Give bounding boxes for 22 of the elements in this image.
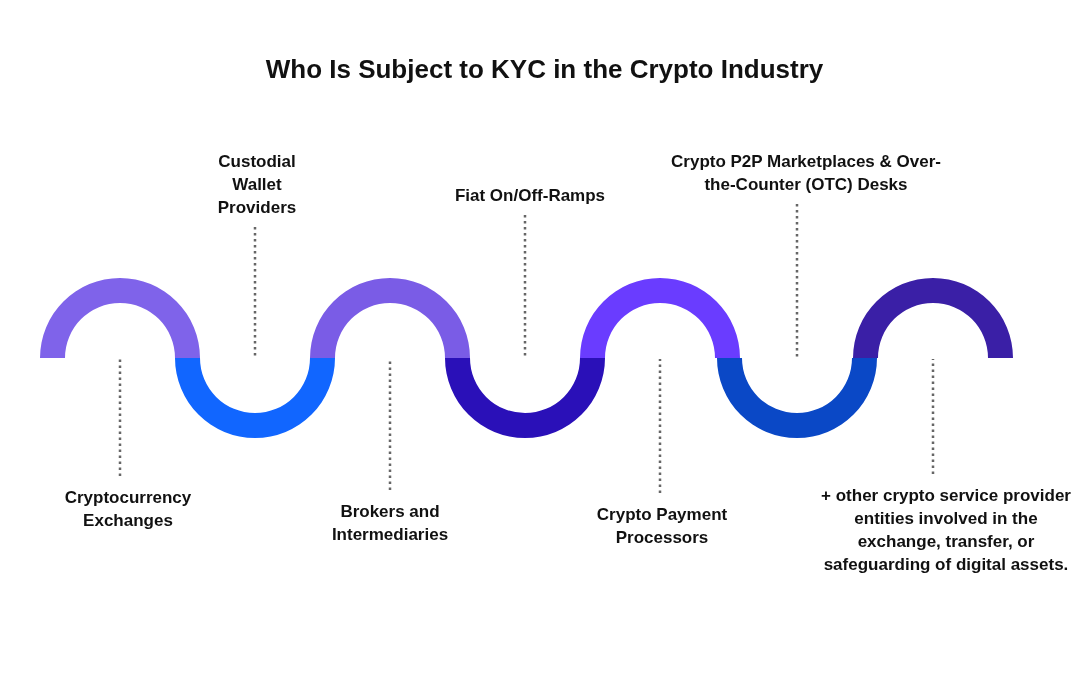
item-label: Custodial Wallet Providers bbox=[216, 151, 298, 219]
leader-line bbox=[658, 359, 662, 493]
arc-segment bbox=[175, 358, 335, 438]
item-label: Cryptocurrency Exchanges bbox=[63, 487, 193, 532]
leader-line bbox=[931, 359, 935, 474]
arc-segment bbox=[445, 358, 605, 438]
item-label: Fiat On/Off-Ramps bbox=[453, 185, 607, 207]
arc-segment bbox=[40, 278, 200, 358]
arc-segment bbox=[717, 358, 877, 438]
leader-line bbox=[795, 204, 799, 357]
arc-segment bbox=[580, 278, 740, 358]
item-label: Brokers and Intermediaries bbox=[330, 501, 450, 546]
item-label: Crypto P2P Marketplaces & Over-the-Counter (OTC) Desks bbox=[670, 151, 942, 196]
leader-line bbox=[118, 359, 122, 476]
leader-line bbox=[388, 359, 392, 490]
title: Who Is Subject to KYC in the Crypto Industry bbox=[264, 54, 825, 85]
leader-line bbox=[523, 215, 527, 357]
item-label: Crypto Payment Processors bbox=[595, 504, 729, 549]
item-label: + other crypto service provider entities involved in the exchange, transfer, or safeguarding of digital assets. bbox=[820, 485, 1072, 576]
arc-segment bbox=[310, 278, 470, 358]
arc-segment bbox=[853, 278, 1013, 358]
leader-line bbox=[253, 227, 257, 357]
